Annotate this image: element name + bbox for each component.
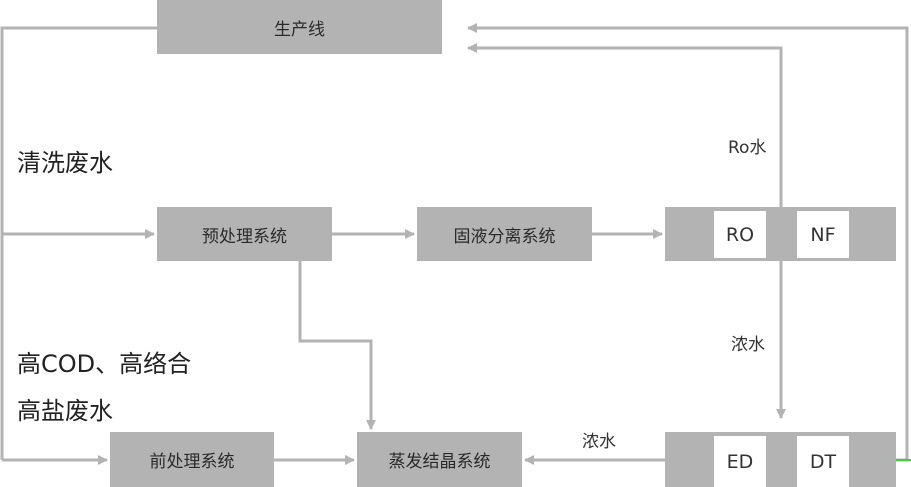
pretreatment-label: 预处理系统 (202, 226, 287, 247)
concentrate-left-label: 浓水 (582, 432, 616, 452)
ro-nf-box: RO NF (665, 207, 896, 261)
dt-label: DT (809, 450, 837, 473)
production-line-label: 生产线 (274, 19, 325, 40)
nf-label: NF (810, 223, 836, 246)
concentrate-down-label: 浓水 (731, 335, 765, 355)
separation-box: 固液分离系统 (417, 207, 592, 261)
ro-water-label: Ro水 (728, 138, 767, 158)
separation-label: 固液分离系统 (453, 226, 556, 247)
front-treatment-label: 前处理系统 (149, 452, 235, 472)
ro-unit: RO (714, 211, 766, 258)
ed-unit: ED (714, 436, 766, 487)
pretreatment-box: 预处理系统 (157, 207, 332, 261)
high-cod-label-line2: 高盐废水 (17, 397, 113, 425)
nf-unit: NF (797, 211, 849, 258)
connector-pretreatment-to-evaporation (298, 261, 376, 430)
dt-unit: DT (797, 436, 849, 487)
connector-production-to-left-rail (0, 26, 157, 460)
high-cod-label-line1: 高COD、高络合 (17, 350, 192, 378)
cleaning-wastewater-label: 清洗废水 (17, 149, 113, 177)
ed-dt-box: ED DT (665, 432, 896, 487)
evaporation-label: 蒸发结晶系统 (388, 452, 491, 472)
front-treatment-box: 前处理系统 (110, 432, 274, 487)
production-line-box: 生产线 (157, 0, 442, 54)
ed-label: ED (726, 450, 754, 473)
connector-ro-water-to-production (467, 43, 783, 207)
ro-label: RO (725, 223, 755, 246)
evaporation-box: 蒸发结晶系统 (357, 432, 522, 487)
